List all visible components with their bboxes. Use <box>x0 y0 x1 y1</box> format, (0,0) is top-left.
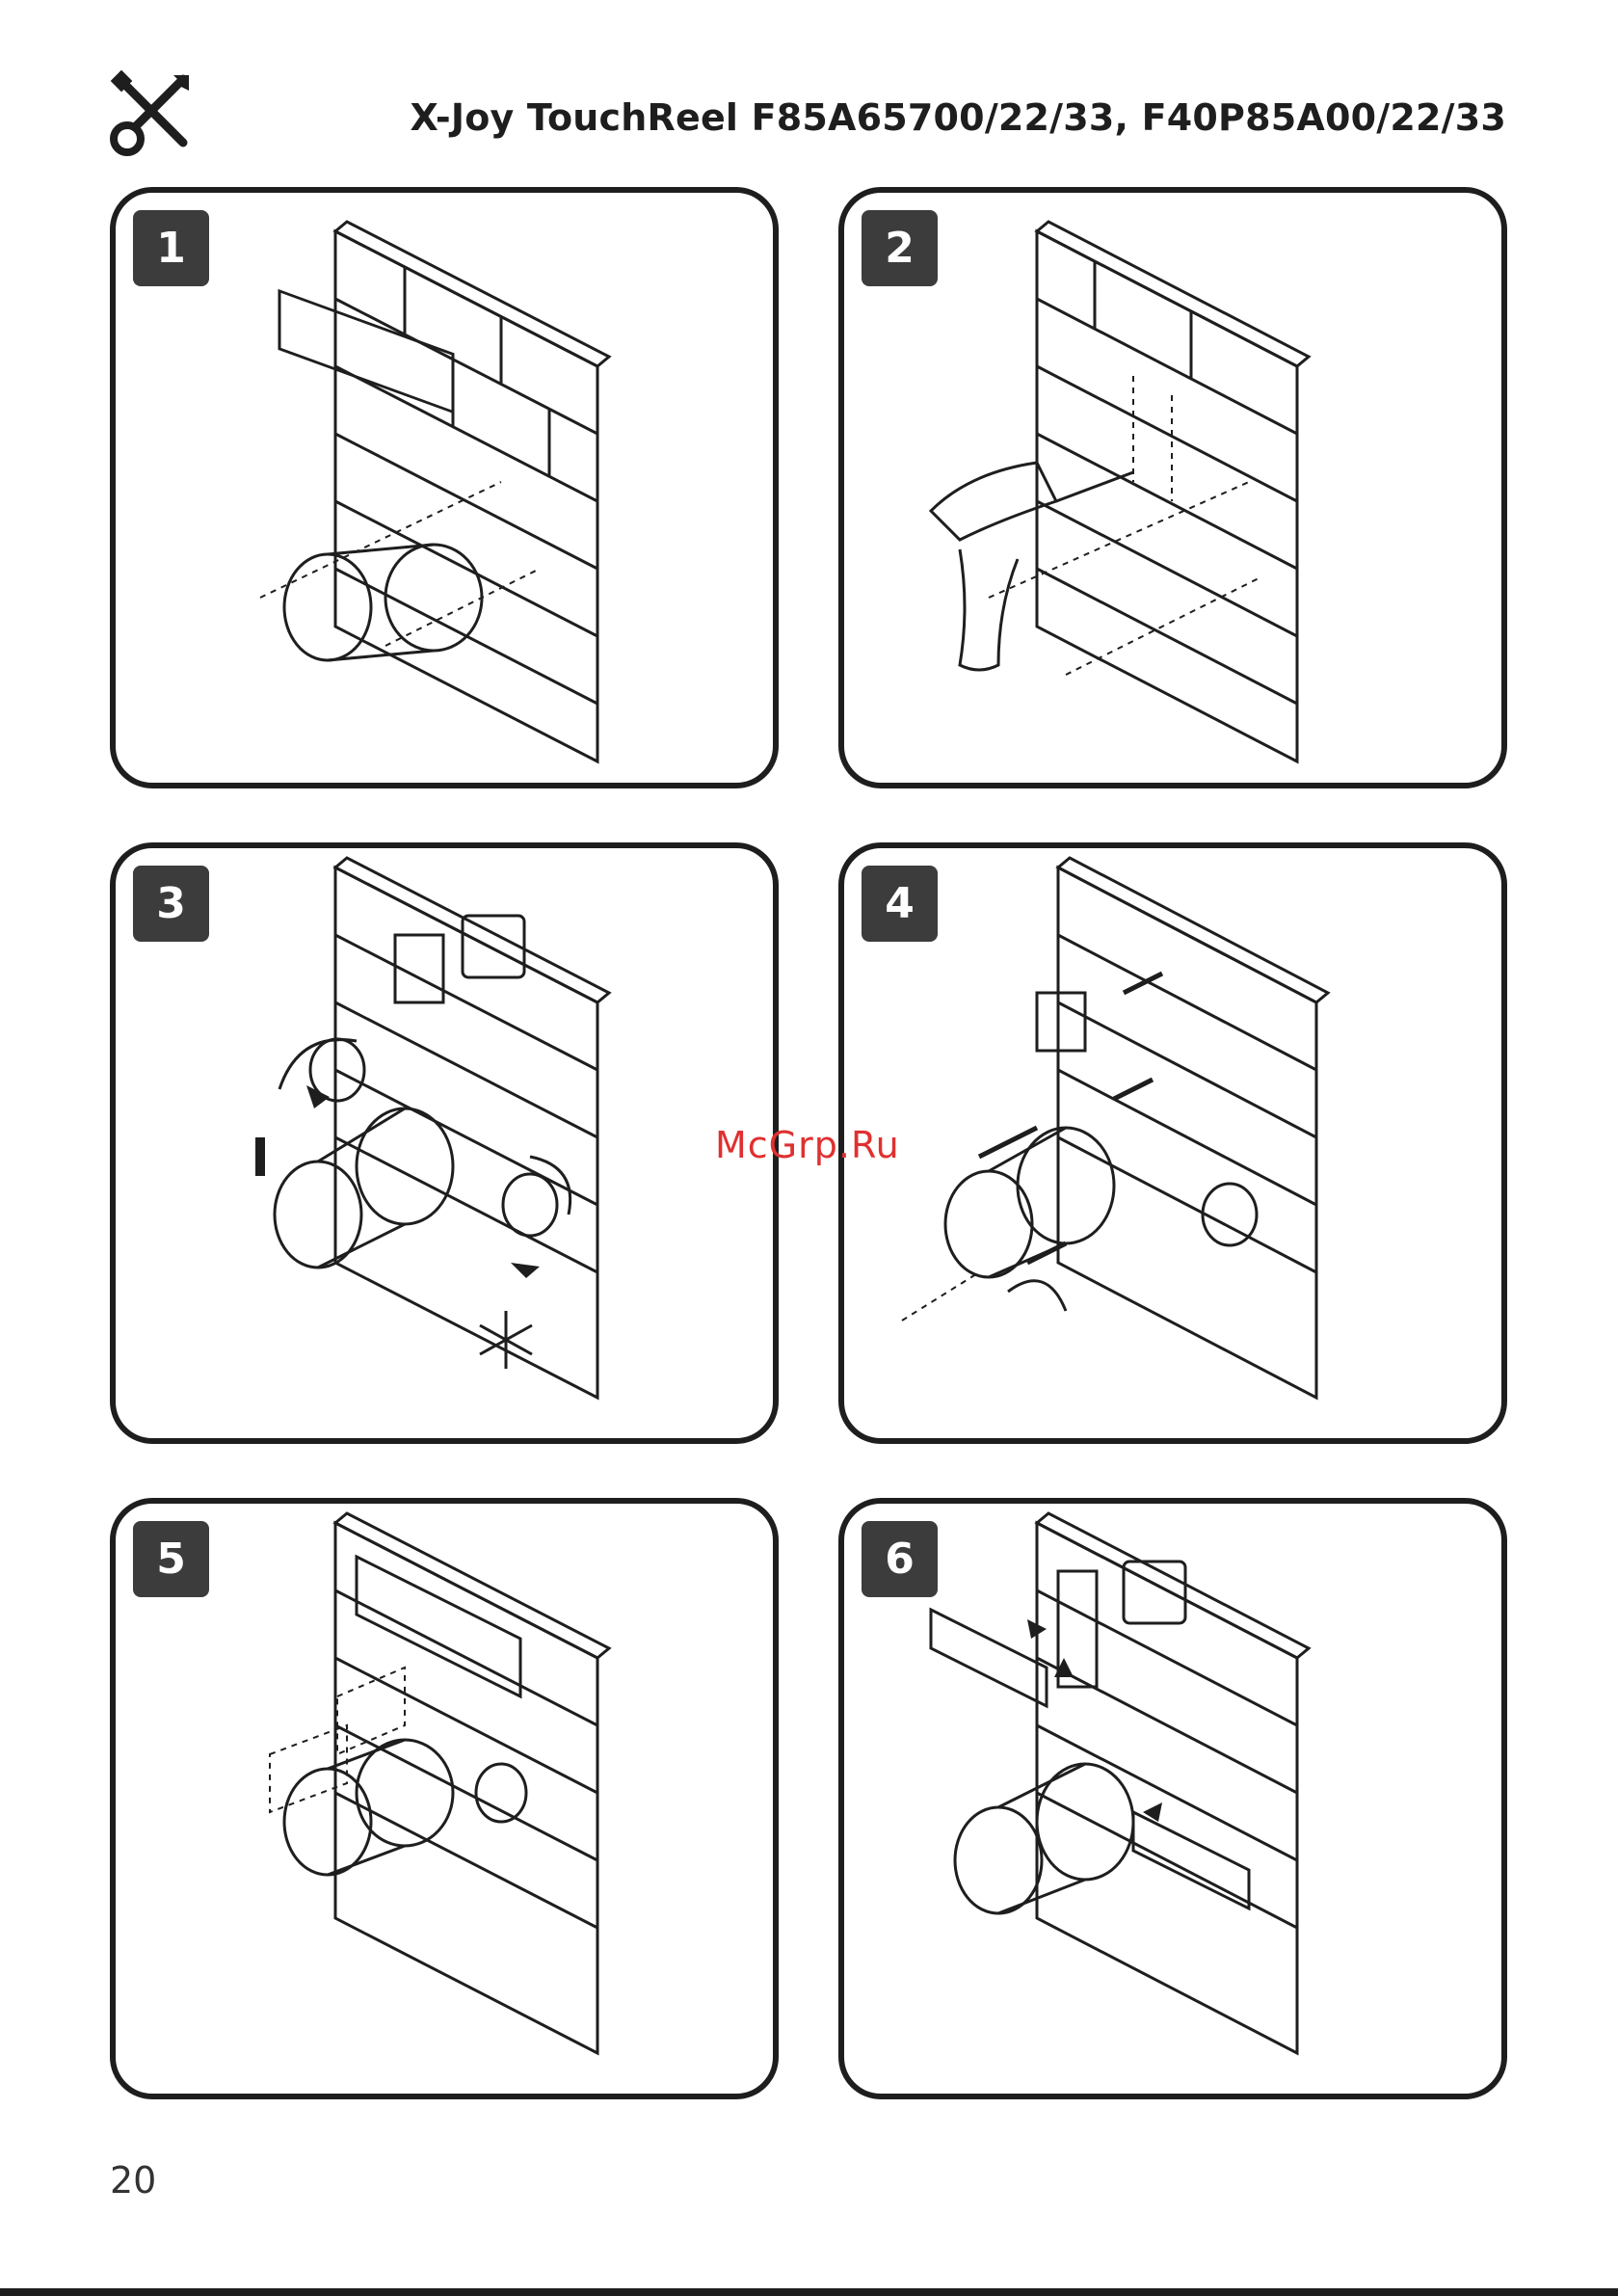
step-panel-2: 2 <box>838 187 1507 788</box>
illustration-drilling <box>844 193 1501 783</box>
illustration-screw-fixing <box>844 848 1501 1438</box>
illustration-level-alignment <box>116 193 773 783</box>
watermark: McGrp.Ru <box>715 1124 900 1166</box>
page-title: X-Joy TouchReel F85A65700/22/33, F40P85A… <box>410 96 1506 139</box>
illustration-level-check <box>116 1504 773 2094</box>
step-panel-4: 4 <box>838 842 1507 1444</box>
illustration-pipe-connection <box>844 1504 1501 2094</box>
page-number: 20 <box>110 2159 156 2202</box>
step-panel-5: 5 <box>110 1498 779 2099</box>
step-panel-6: 6 <box>838 1498 1507 2099</box>
bottom-rule <box>0 2288 1618 2296</box>
step-panel-1: 1 <box>110 187 779 788</box>
illustration-connect-hot-cold-outlet <box>116 848 773 1438</box>
step-panel-3: 3 <box>110 842 779 1444</box>
tools-icon <box>106 66 199 158</box>
